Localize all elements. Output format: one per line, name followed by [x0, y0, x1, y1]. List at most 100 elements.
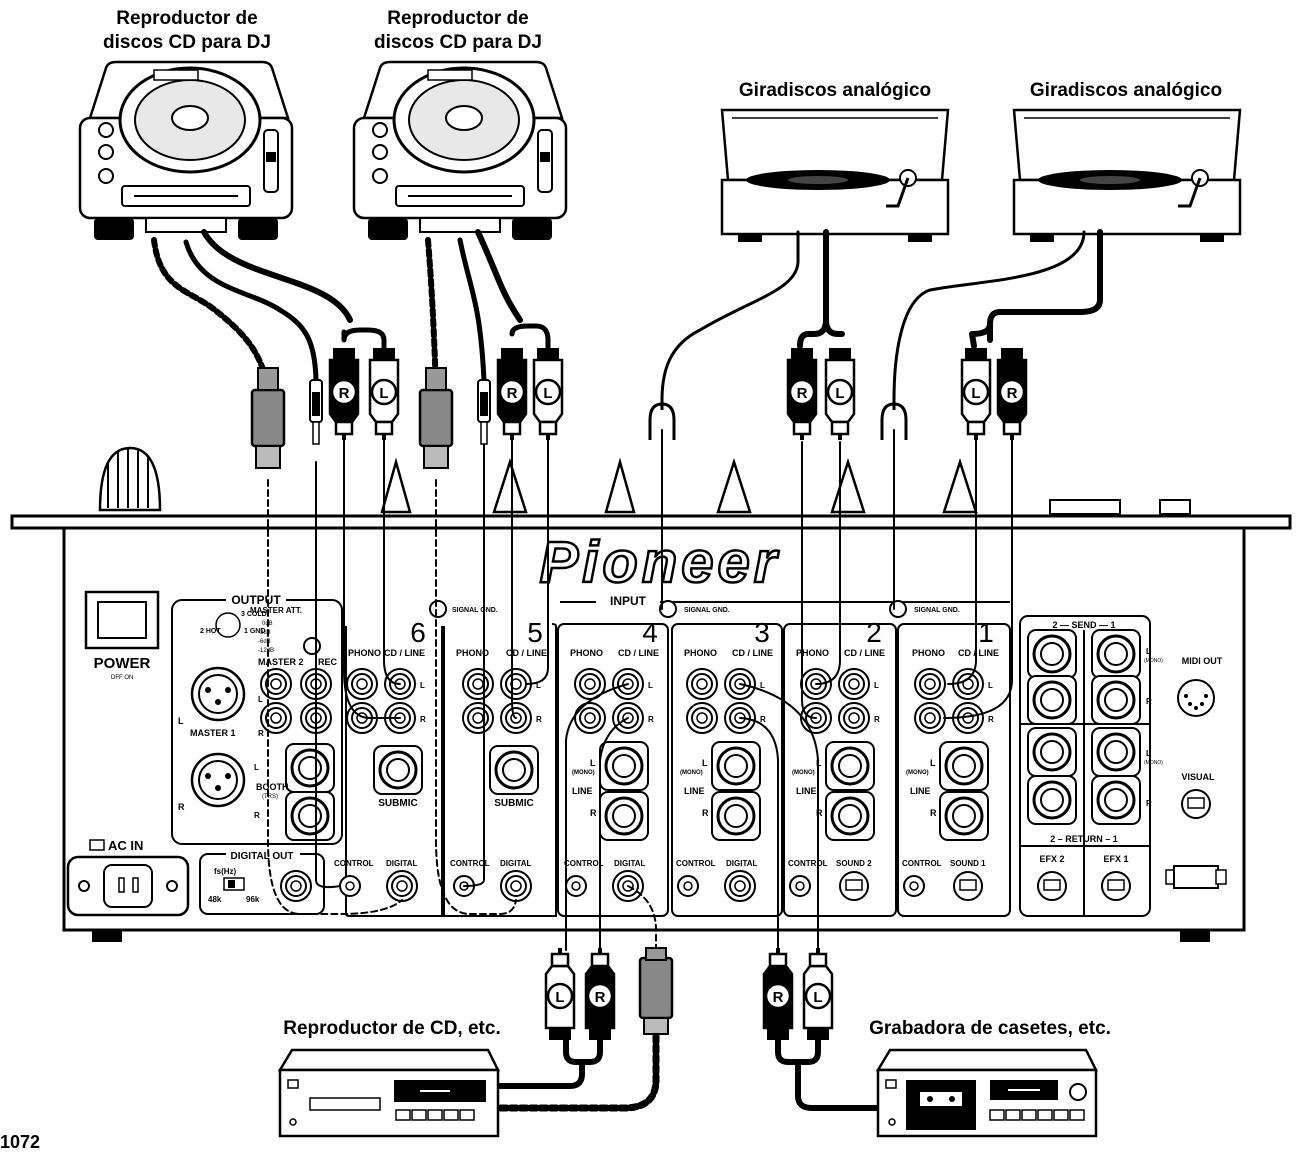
return2-r-jack[interactable]	[1026, 774, 1078, 826]
ground-fork-right	[880, 400, 908, 440]
att-level-3: -12dB	[258, 648, 274, 654]
master1-l-label: L	[178, 716, 184, 726]
channel-number-1: 1	[978, 617, 994, 648]
return1-l-jack[interactable]	[1090, 726, 1142, 778]
ch5-digital-jack[interactable]	[500, 870, 532, 902]
booth-l-trs[interactable]	[284, 742, 336, 794]
ch3-phono-r-jack[interactable]	[686, 702, 718, 734]
return-label: 2 – RETURN – 1	[1050, 834, 1118, 844]
rca-plug-turntable-right-r-letter: R	[1007, 385, 1018, 402]
send-mono-label: (MONO)	[1144, 658, 1163, 664]
ch5-digital-label: DIGITAL	[500, 859, 532, 868]
ch2-line-l-jack[interactable]	[824, 740, 876, 792]
ch5-phono-r-jack[interactable]	[462, 702, 494, 734]
master1-xlr[interactable]	[190, 666, 246, 722]
ch6-control-label: CONTROL	[334, 859, 374, 868]
cdline-label-4: CD / LINE	[618, 648, 659, 658]
midi-out-jack[interactable]	[1177, 679, 1215, 717]
master2-label: MASTER 2	[258, 657, 304, 667]
ch6-control-jack[interactable]	[339, 875, 361, 897]
ch1-phono-l-jack[interactable]	[914, 668, 946, 700]
ch3-digital-jack[interactable]	[724, 870, 756, 902]
send2-l-jack[interactable]	[1026, 628, 1078, 680]
phono-label-3: PHONO	[684, 648, 717, 658]
ch6-submic-jack[interactable]	[372, 744, 424, 796]
ch4-control-jack[interactable]	[565, 875, 587, 897]
master1-xlr-r[interactable]	[190, 752, 246, 808]
cdj-left	[78, 60, 294, 242]
booth-r-trs[interactable]	[284, 790, 336, 842]
ch3-line-l-jack[interactable]	[710, 740, 762, 792]
ch3-control-jack[interactable]	[677, 875, 699, 897]
ch6-digital-label: DIGITAL	[386, 859, 418, 868]
ch4-phono-r-jack[interactable]	[574, 702, 606, 734]
ch1-r-label: R	[988, 715, 994, 724]
ch1-line-l-jack[interactable]	[938, 740, 990, 792]
rca-plug-cdj-left-r-letter: R	[339, 385, 350, 402]
master1-label: MASTER 1	[190, 728, 236, 738]
signal-gnd-terminal-6[interactable]	[429, 600, 447, 618]
ch6-digital-jack[interactable]	[386, 870, 418, 902]
ch2-cdline-r-jack[interactable]	[838, 702, 870, 734]
ch5-submic-jack[interactable]	[488, 744, 540, 796]
send-label: 2 — SEND — 1	[1052, 620, 1115, 630]
rca-plug-turntable-left-l-letter: L	[835, 385, 844, 402]
send2-r-jack[interactable]	[1026, 674, 1078, 726]
ch6-phono-l-jack[interactable]	[346, 668, 378, 700]
ch3-line-r-label: R	[702, 808, 709, 818]
efx2-jack[interactable]	[1037, 871, 1067, 901]
rca-plug-turntable-right-l: L	[960, 346, 992, 442]
ch2-line-r-jack[interactable]	[824, 790, 876, 842]
ch4-line-l-jack[interactable]	[598, 740, 650, 792]
ch6-r-label: R	[420, 715, 426, 724]
ch5-phono-l-jack[interactable]	[462, 668, 494, 700]
rca-plug-cd-player-l-letter: L	[555, 989, 564, 1006]
ch1-phono-r-jack[interactable]	[914, 702, 946, 734]
send-l-label: L	[1146, 647, 1151, 656]
ch3-control-label: CONTROL	[676, 859, 716, 868]
efx1-jack[interactable]	[1101, 871, 1131, 901]
ch4-line-r-jack[interactable]	[598, 790, 650, 842]
ch2-sound-jack[interactable]	[839, 871, 869, 901]
visual-jack[interactable]	[1181, 789, 1211, 819]
fs-switch[interactable]	[223, 877, 245, 891]
turntable-left	[720, 108, 950, 244]
return1-r-jack[interactable]	[1090, 774, 1142, 826]
ch1-line-label: LINE	[910, 786, 931, 796]
cdj-right	[352, 60, 568, 242]
send-r-label: R	[1146, 697, 1152, 706]
phono-label-4: PHONO	[570, 648, 603, 658]
ch1-control-jack[interactable]	[903, 875, 925, 897]
master2-r-jack[interactable]	[260, 702, 292, 734]
xlr-pin-diagram	[215, 612, 241, 638]
phono-label-5: PHONO	[456, 648, 489, 658]
rca-plug-cdj-left-l-letter: L	[379, 385, 388, 402]
ch1-line-r-jack[interactable]	[938, 790, 990, 842]
ch4-line-l-label: L	[590, 758, 596, 768]
ch2-control-jack[interactable]	[789, 875, 811, 897]
send1-l-jack[interactable]	[1090, 628, 1142, 680]
ch4-r-label: R	[648, 715, 654, 724]
signal-gnd-label-6: SIGNAL GND.	[452, 607, 498, 614]
ch3-phono-l-jack[interactable]	[686, 668, 718, 700]
digital-out-jack[interactable]	[280, 870, 312, 902]
ch1-sound-jack[interactable]	[953, 871, 983, 901]
phono-label-6: PHONO	[348, 648, 381, 658]
rca-plug-cd-player-r: R	[584, 946, 616, 1042]
ch4-l-label: L	[648, 681, 653, 690]
ch1-line-r-label: R	[930, 808, 937, 818]
ch3-line-r-jack[interactable]	[710, 790, 762, 842]
send1-r-jack[interactable]	[1090, 674, 1142, 726]
master2-l-jack[interactable]	[260, 668, 292, 700]
signal-gnd-label-2: SIGNAL GND.	[914, 607, 960, 614]
return2-l-jack[interactable]	[1026, 726, 1078, 778]
master-att-switch[interactable]	[303, 637, 321, 655]
fs-label: fs(Hz)	[214, 867, 237, 876]
master2-r-label: R	[258, 729, 264, 738]
pioneer-logo: Pioneer	[540, 530, 781, 595]
signal-gnd-terminal-4[interactable]	[659, 600, 677, 618]
fs-96-label: 96k	[246, 895, 260, 904]
signal-gnd-terminal-2[interactable]	[889, 600, 907, 618]
ch2-cdline-l-jack[interactable]	[838, 668, 870, 700]
